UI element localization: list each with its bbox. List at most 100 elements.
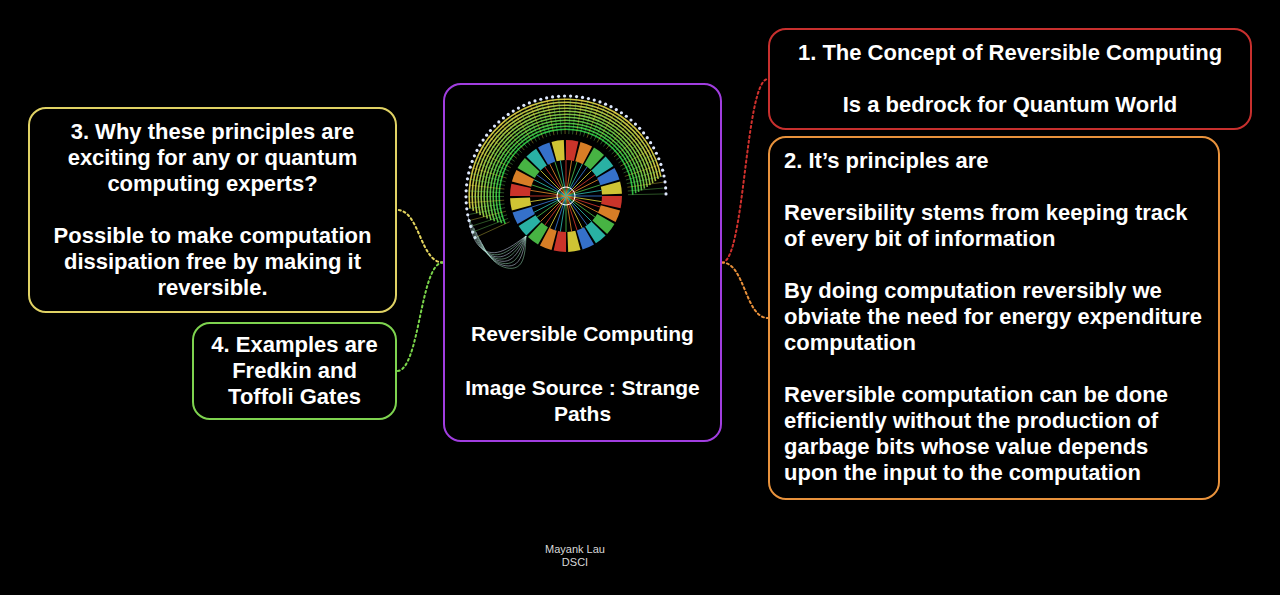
spiral-dot xyxy=(551,95,554,98)
spiral-spoke xyxy=(573,99,577,135)
spiral-dot xyxy=(517,106,520,109)
spiral-dot xyxy=(620,111,623,114)
spiral-dot xyxy=(625,115,628,118)
spiral-spoke xyxy=(628,188,664,191)
spiral-spoke xyxy=(627,182,663,187)
radial-line xyxy=(566,196,567,232)
spiral-spoke xyxy=(471,173,506,181)
spiral-dot xyxy=(587,97,590,100)
radial-line xyxy=(560,160,566,196)
spiral-spoke xyxy=(628,193,664,195)
author-note: DSCI xyxy=(515,556,635,569)
spiral-spoke xyxy=(530,105,543,138)
ring-segment xyxy=(552,140,565,161)
spiral-dot xyxy=(609,105,612,108)
spiral-spoke xyxy=(618,144,648,163)
spiral-spoke xyxy=(547,100,554,135)
node-heading: 3. Why these principles are exciting for… xyxy=(44,119,381,197)
spiral-dot xyxy=(563,94,566,97)
spiral-spoke xyxy=(496,127,522,152)
spiral-dot xyxy=(569,95,572,98)
spiral-spoke xyxy=(626,171,661,180)
spiral-dot xyxy=(489,129,492,132)
concept-box: 1. The Concept of Reversible ComputingIs… xyxy=(768,28,1252,130)
spiral-spoke xyxy=(609,125,634,151)
dotted-connector xyxy=(722,263,768,319)
radial-line xyxy=(566,196,587,225)
spiral-spoke xyxy=(482,146,513,164)
spiral-dot xyxy=(545,96,548,99)
spiral-dot xyxy=(557,95,560,98)
spiral-spoke xyxy=(597,111,615,142)
spiral-spoke xyxy=(541,101,550,136)
radial-line xyxy=(566,196,572,232)
spiral-spoke xyxy=(468,196,504,197)
spiral-dot xyxy=(466,213,469,216)
spiral-spoke xyxy=(569,98,571,134)
spiral-dot xyxy=(465,201,468,204)
spiral-dot xyxy=(465,183,468,186)
spiral-spoke xyxy=(559,98,562,134)
spiral-dot xyxy=(497,120,500,123)
examples-box: 4. Examples are Fredkin and Toffoli Gate… xyxy=(192,322,397,420)
radial-line xyxy=(555,162,566,196)
spiral-dot xyxy=(598,100,601,103)
ring-segment xyxy=(510,197,531,210)
spiral-dot xyxy=(502,116,505,119)
spiral-dot xyxy=(465,189,468,192)
spiral-dot xyxy=(629,118,632,121)
radial-line xyxy=(566,196,602,197)
node-heading: 2. It’s principles are xyxy=(784,148,1204,174)
spiral-spoke xyxy=(627,176,662,183)
spiral-dot xyxy=(473,154,476,157)
spiral-figure xyxy=(464,94,667,268)
spiral-dot xyxy=(659,163,662,166)
spiral-dot xyxy=(642,131,645,134)
spiral-spoke xyxy=(509,116,530,145)
spiral-spoke xyxy=(536,103,547,137)
author-note: Mayank Lau xyxy=(515,543,635,556)
spiral-spoke xyxy=(485,141,515,161)
spiral-dot xyxy=(649,141,652,144)
spiral-dot xyxy=(539,98,542,101)
spiral-spoke xyxy=(473,215,507,226)
spiral-spoke xyxy=(600,114,620,144)
node-text: Reversible computation can be done effic… xyxy=(784,382,1204,486)
principles-box: 2. It’s principles areReversibility stem… xyxy=(768,136,1220,500)
spiral-dot xyxy=(581,96,584,99)
spiral-spoke xyxy=(475,218,509,231)
radial-line xyxy=(545,196,566,225)
spiral-spoke xyxy=(488,136,517,158)
spiral-spoke xyxy=(492,132,519,156)
center-ring xyxy=(557,187,575,205)
spiral-spoke xyxy=(603,118,625,147)
spiral-dot xyxy=(466,177,469,180)
spiral-band xyxy=(468,98,661,208)
radial-line xyxy=(566,196,577,230)
dotted-connector xyxy=(397,263,443,372)
spiral-spoke xyxy=(616,139,645,160)
spiral-dot xyxy=(528,101,531,104)
radial-line xyxy=(545,167,566,196)
radial-line xyxy=(566,196,595,217)
spiral-dot xyxy=(475,149,478,152)
spiral-tail xyxy=(482,236,526,268)
spiral-dot xyxy=(465,207,468,210)
spiral-spoke xyxy=(468,200,504,202)
spiral-dot xyxy=(652,146,655,149)
spiral-spoke xyxy=(471,211,506,220)
radial-line xyxy=(537,196,566,217)
spiral-spoke xyxy=(553,99,558,135)
radial-line xyxy=(530,196,566,197)
spiral-dot xyxy=(655,152,658,155)
spiral-spoke xyxy=(469,204,505,209)
spiral-spoke xyxy=(505,120,528,148)
spiral-spoke xyxy=(470,208,505,215)
question-box: 3. Why these principles are exciting for… xyxy=(28,107,397,313)
center-box: Reversible ComputingImage Source : Stran… xyxy=(443,83,722,442)
spiral-spoke xyxy=(500,123,524,150)
spiral-dot xyxy=(478,144,481,147)
spiral-dot xyxy=(664,186,667,189)
node-text: By doing computation reversibly we obvia… xyxy=(784,278,1204,356)
